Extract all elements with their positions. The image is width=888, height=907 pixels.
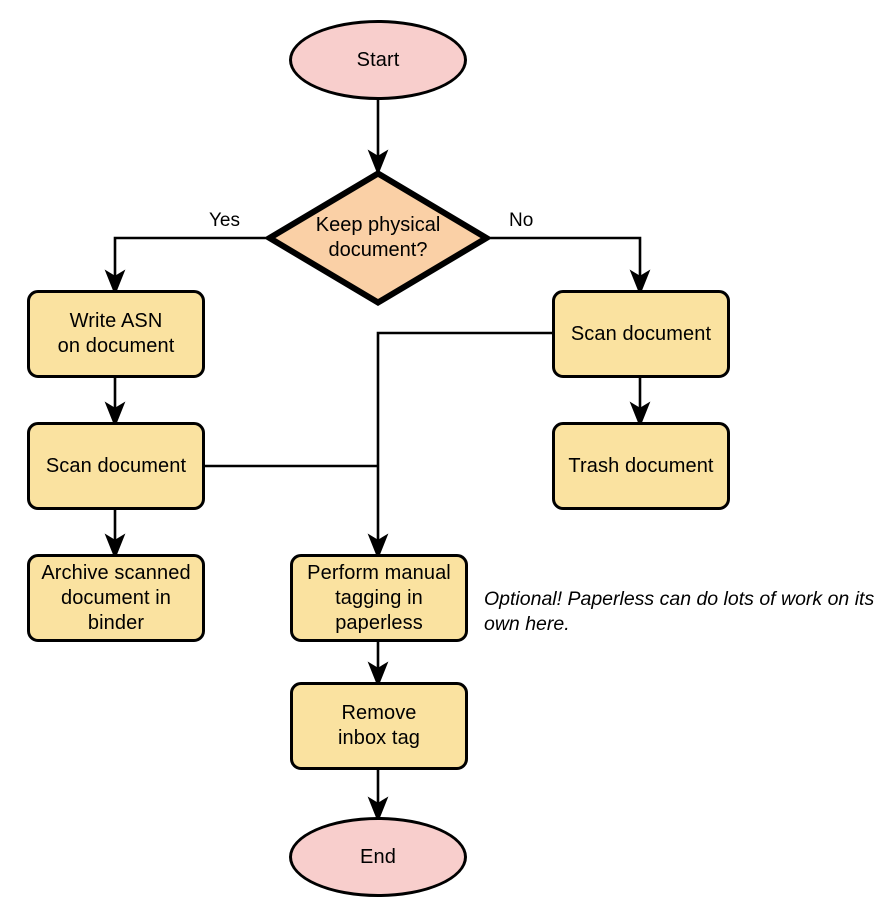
node-start-label: Start [356,48,400,71]
node-trash-document[interactable]: Trash document [552,422,730,510]
node-end[interactable]: End [289,817,467,897]
node-start[interactable]: Start [289,20,467,100]
node-scan-document-right-label: Scan document [570,322,712,345]
node-scan-document-right[interactable]: Scan document [552,290,730,378]
node-scan-document-left-label: Scan document [45,454,187,477]
edge-label-yes: Yes [209,210,240,231]
node-archive-scanned-document-in-binder[interactable]: Archive scanned document in binder [27,554,205,642]
node-write-asn-label: Write ASN on document [57,310,175,357]
node-end-label: End [360,845,396,868]
node-write-asn-on-document[interactable]: Write ASN on document [27,290,205,378]
node-remove-inbox-tag[interactable]: Remove inbox tag [290,682,468,770]
node-decision-keep-physical-document[interactable]: Keep physical document? [266,170,490,306]
edge-decision-yes-to-write-asn [104,236,266,296]
edge-scan-right-to-manual-tagging [367,331,552,560]
diamond-shape [266,170,490,306]
edge-decision-no-to-scan-right [490,236,651,296]
node-trash-document-label: Trash document [568,454,714,477]
node-perform-manual-tagging-in-paperless[interactable]: Perform manual tagging in paperless [290,554,468,642]
node-decision-label: Keep physical document? [315,214,441,261]
node-remove-inbox-tag-label: Remove inbox tag [337,702,421,749]
edge-label-no: No [509,210,534,231]
node-archive-binder-label: Archive scanned document in binder [41,561,191,634]
node-scan-document-left[interactable]: Scan document [27,422,205,510]
annotation-optional-note: Optional! Paperless can do lots of work … [484,588,875,635]
node-manual-tagging-label: Perform manual tagging in paperless [307,561,451,634]
